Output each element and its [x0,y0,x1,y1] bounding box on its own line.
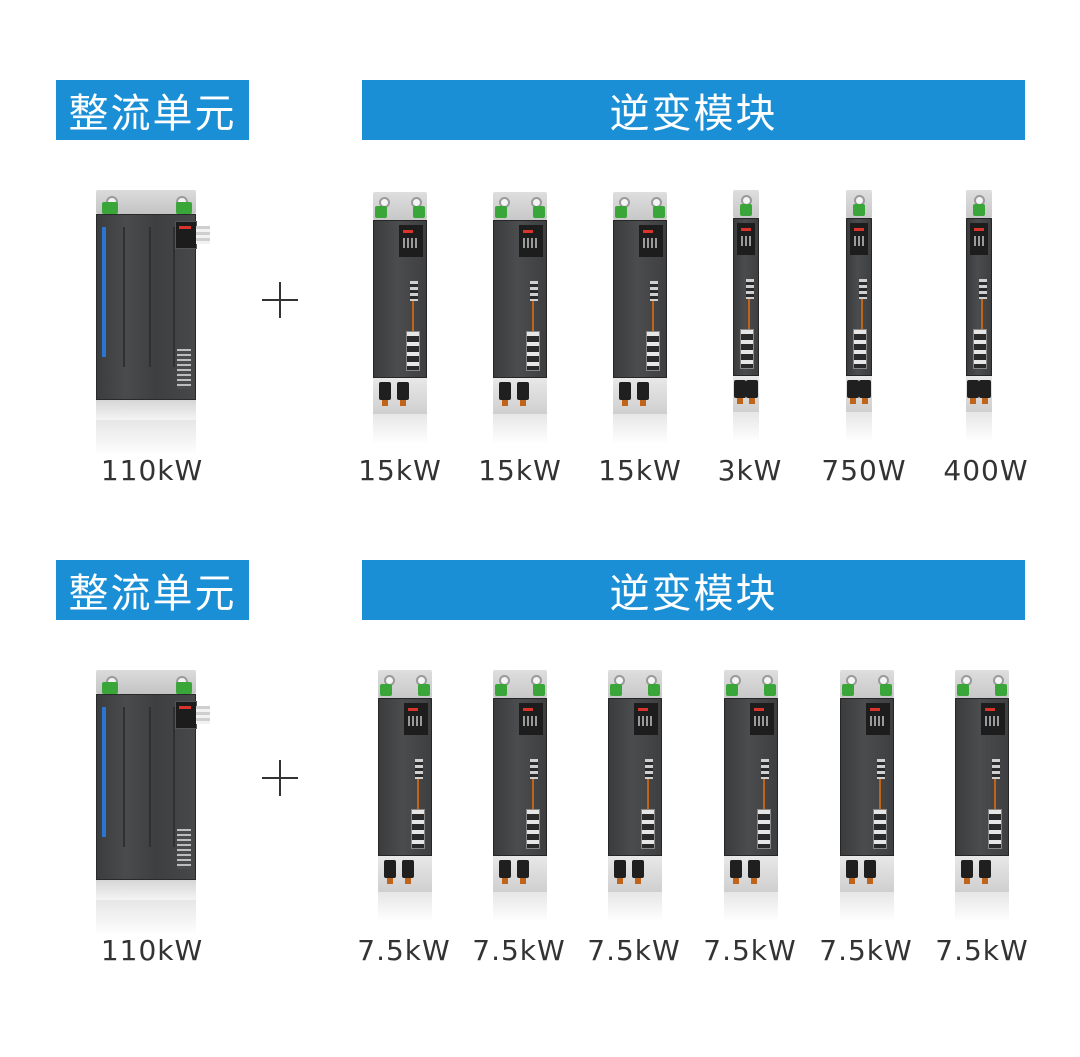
rectifier-unit-2 [96,670,212,936]
module-power-label: 7.5kW [357,934,451,967]
inverter-banner-1: 逆变模块 [362,80,1025,140]
module-power-label: 15kW [478,454,562,487]
module-power-label: 7.5kW [472,934,566,967]
inverter-module [955,670,1009,930]
rectifier-power-label-2: 110kW [100,934,204,967]
inverter-module [378,670,432,930]
inverter-module [373,192,427,452]
inverter-module [493,670,547,930]
module-power-label: 750W [821,454,907,487]
rectifier-power-label-1: 110kW [100,454,204,487]
module-power-label: 7.5kW [819,934,913,967]
inverter-module [966,190,992,450]
module-power-label: 7.5kW [935,934,1029,967]
rectifier-banner-2: 整流单元 [56,560,249,620]
module-power-label: 15kW [358,454,442,487]
module-power-label: 7.5kW [703,934,797,967]
inverter-module [493,192,547,452]
plus-icon [258,278,302,322]
inverter-module [613,192,667,452]
module-power-label: 400W [943,454,1029,487]
inverter-module [608,670,662,930]
module-power-label: 15kW [598,454,682,487]
inverter-module [724,670,778,930]
rectifier-unit-1 [96,190,212,456]
module-power-label: 3kW [717,454,783,487]
inverter-banner-2: 逆变模块 [362,560,1025,620]
rectifier-banner-1: 整流单元 [56,80,249,140]
inverter-module [733,190,759,450]
plus-icon [258,756,302,800]
module-power-label: 7.5kW [587,934,681,967]
inverter-module [846,190,872,450]
inverter-module [840,670,894,930]
